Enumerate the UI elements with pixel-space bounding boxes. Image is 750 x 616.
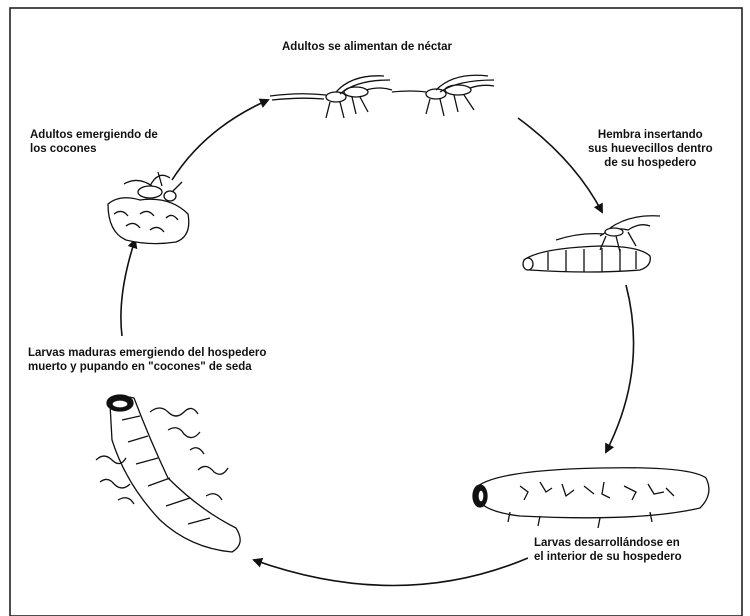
label-line: el interior de su hospedero: [534, 550, 682, 564]
arrow-pupation-to-adults-emerging: [121, 240, 135, 336]
label-line: los cocones: [30, 142, 158, 156]
feeding-adults-illustration: [270, 75, 494, 118]
label-line: Larvas maduras emergiendo del hospedero: [28, 346, 266, 360]
arrow-female-to-larvae: [606, 285, 634, 452]
label-line: Larvas desarrollándose en: [534, 536, 682, 550]
label-female-inserting: Hembra insertando sus huevecillos dentro…: [588, 128, 713, 170]
label-line: Adultos emergiendo de: [30, 128, 158, 142]
label-line: muerto y pupando en "cocones" de seda: [28, 360, 266, 374]
diagram-border: [10, 8, 742, 616]
adults-emerging-illustration: [108, 172, 189, 244]
label-adults-feeding: Adultos se alimentan de néctar: [282, 40, 452, 54]
arrow-adults-emerging-to-feeding: [172, 100, 268, 180]
label-line: Adultos se alimentan de néctar: [282, 40, 452, 54]
label-line: sus huevecillos dentro: [588, 142, 713, 156]
label-line: de su hospedero: [588, 156, 713, 170]
larvae-pupating-illustration: [96, 395, 240, 552]
label-line: Hembra insertando: [588, 128, 713, 142]
larvae-in-host-illustration: [473, 468, 709, 528]
label-larvae-emerging: Larvas maduras emergiendo del hospedero …: [28, 346, 266, 374]
female-ovipositing-illustration: [523, 216, 660, 272]
label-adults-emerging: Adultos emergiendo de los cocones: [30, 128, 158, 156]
arrow-larvae-to-pupation: [254, 558, 528, 586]
label-larvae-developing: Larvas desarrollándose en el interior de…: [534, 536, 682, 564]
